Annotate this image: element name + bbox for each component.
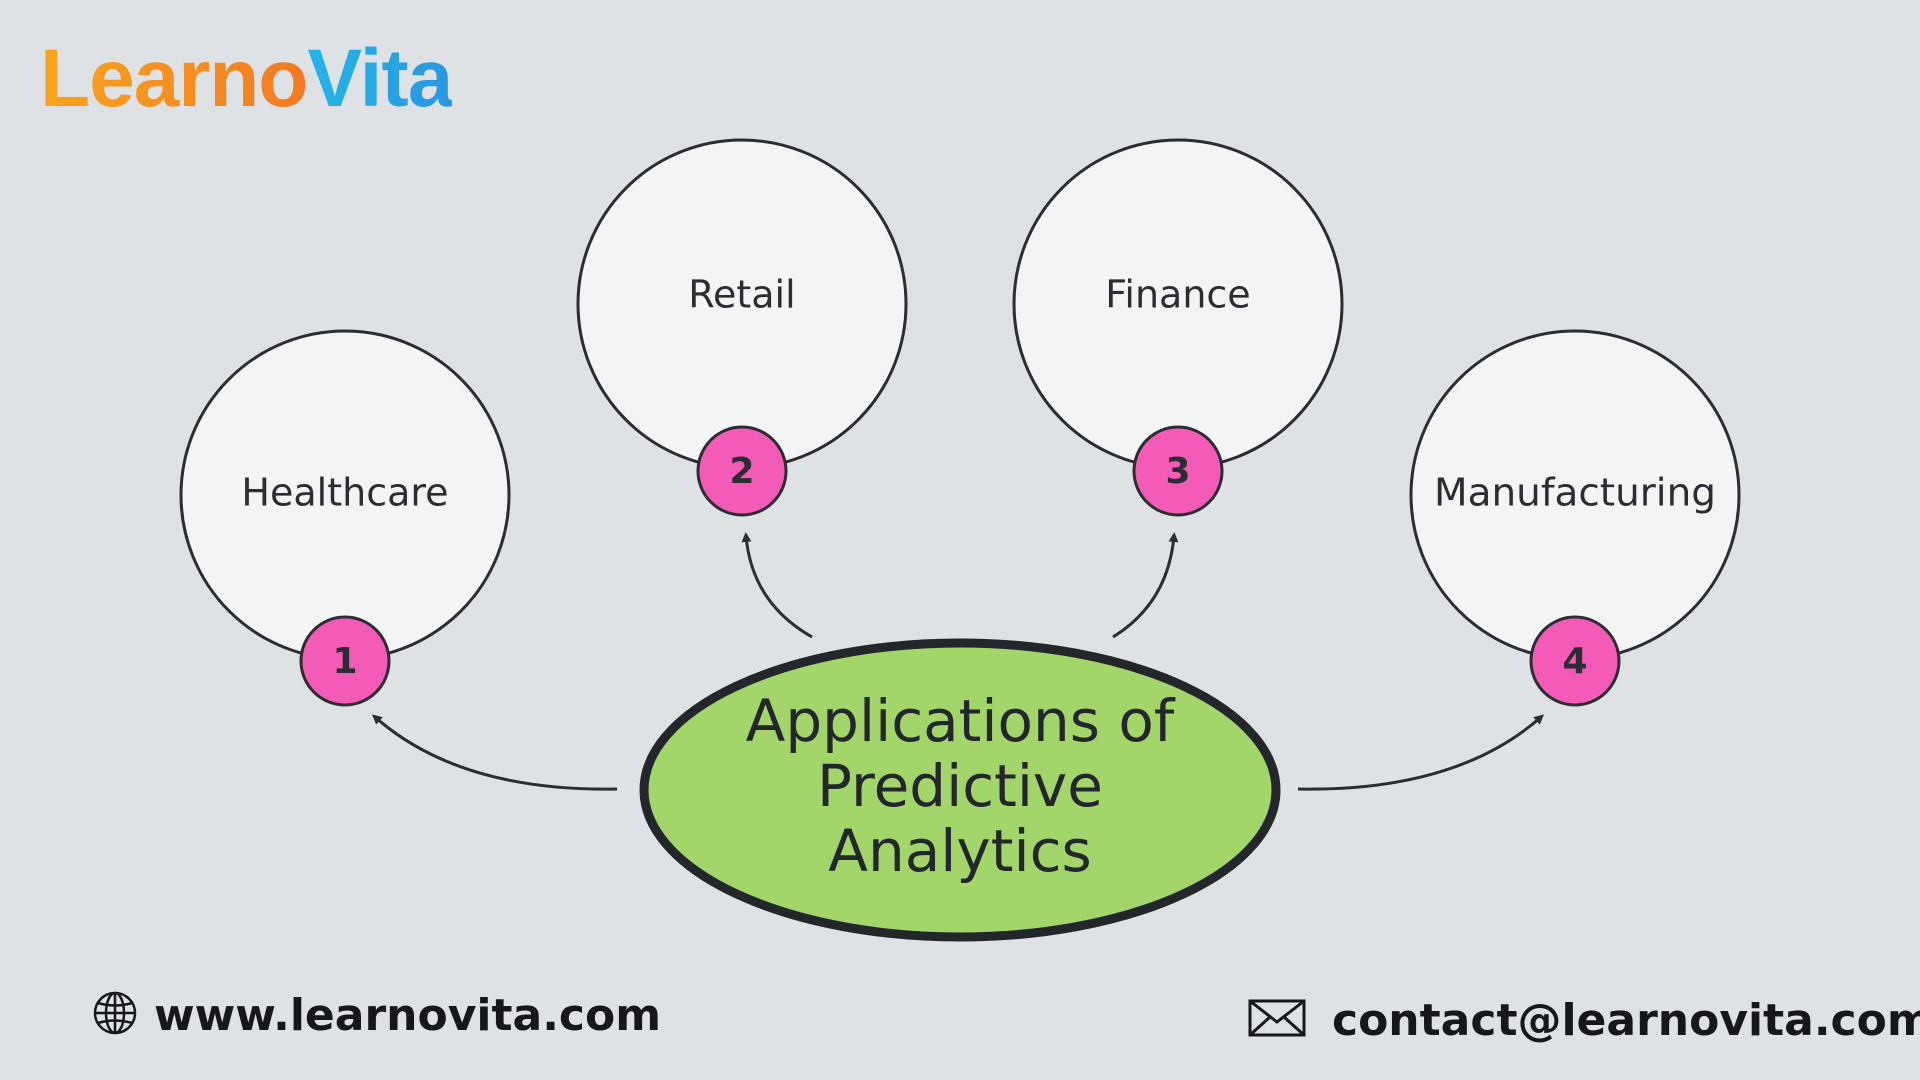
node-manufacturing: Manufacturing 4 [1409, 329, 1741, 707]
arrow-to-manufacturing [1297, 714, 1545, 791]
center-title-line-3: Analytics [828, 817, 1091, 885]
center-topic: Applications of Predictive Analytics [639, 638, 1281, 942]
number-badge [299, 615, 391, 707]
badge-number-2: 2 [729, 451, 754, 492]
number-badge [696, 425, 788, 517]
node-label-manufacturing: Manufacturing [1434, 471, 1716, 515]
brand-logo-part2: Vita [307, 33, 453, 124]
center-title-line-1: Applications of [746, 687, 1176, 755]
node-finance: Finance 3 [1012, 138, 1344, 517]
website-link[interactable]: www.learnovita.com [154, 990, 662, 1041]
arrow-to-healthcare [371, 714, 618, 791]
node-label-finance: Finance [1105, 273, 1250, 317]
brand-logo: LearnoVita [40, 38, 453, 120]
arrow-to-finance [1112, 532, 1179, 639]
badge-number-4: 4 [1562, 641, 1587, 682]
node-retail: Retail 2 [576, 138, 908, 517]
node-healthcare: Healthcare 1 [179, 329, 511, 707]
node-label-retail: Retail [688, 273, 795, 317]
number-badge [1132, 425, 1224, 517]
footer-website[interactable]: www.learnovita.com [92, 990, 661, 1041]
globe-icon [92, 990, 138, 1041]
arrow-to-retail [741, 532, 813, 639]
center-title-line-2: Predictive [817, 752, 1103, 820]
email-link[interactable]: contact@learnovita.com [1332, 995, 1920, 1046]
badge-number-3: 3 [1165, 451, 1190, 492]
brand-logo-part1: Learno [40, 33, 308, 124]
envelope-icon [1248, 998, 1306, 1043]
center-ellipse [639, 638, 1281, 942]
footer-email[interactable]: contact@learnovita.com [1248, 995, 1920, 1046]
number-badge [1529, 615, 1621, 707]
node-label-healthcare: Healthcare [241, 471, 448, 515]
badge-number-1: 1 [332, 641, 357, 682]
